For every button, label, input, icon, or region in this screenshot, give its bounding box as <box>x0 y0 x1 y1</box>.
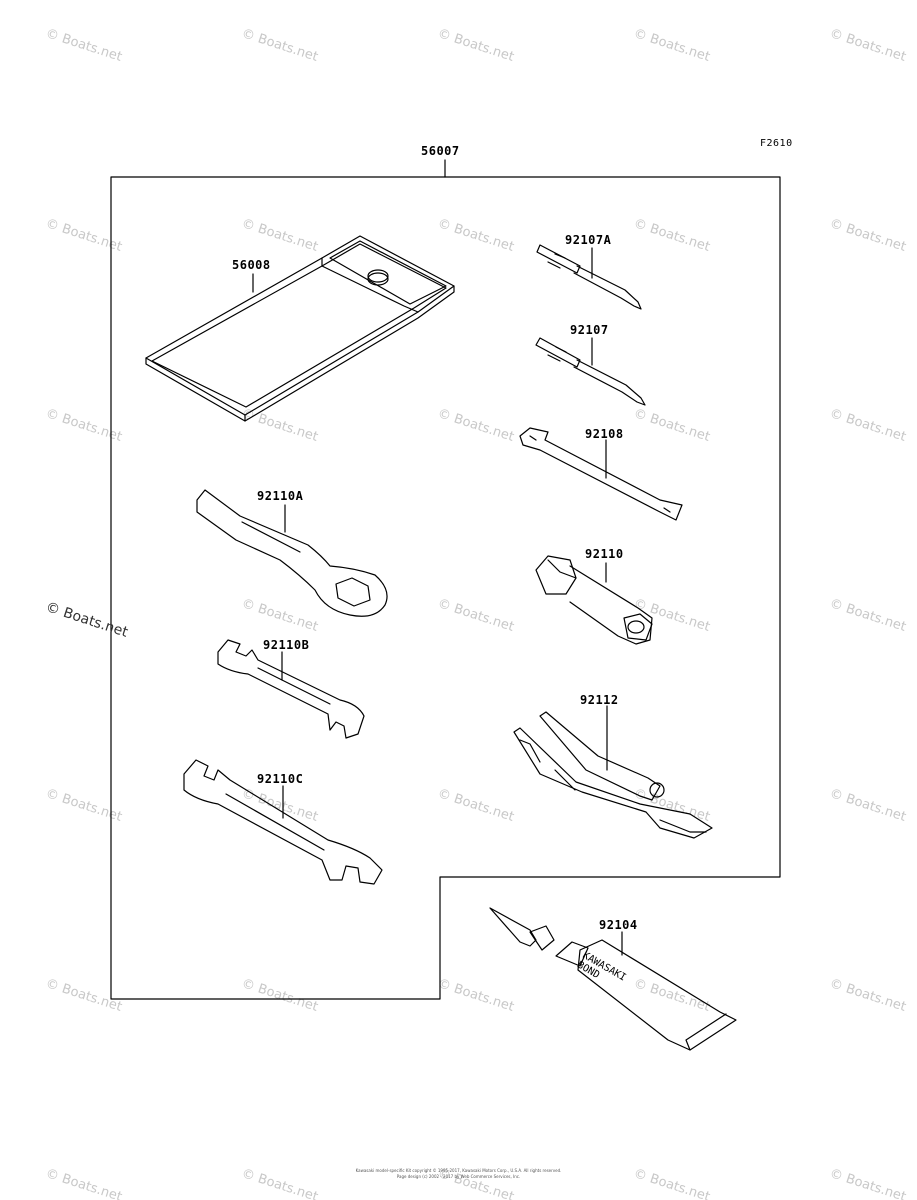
figure-code: F2610 <box>760 138 793 149</box>
part-label-56008: 56008 <box>232 258 271 272</box>
part-label-92110B: 92110B <box>263 638 310 652</box>
part-label-92110: 92110 <box>585 547 624 561</box>
tool-bag-56008 <box>145 235 455 422</box>
part-label-92107A: 92107A <box>565 233 612 247</box>
pliers-92112 <box>513 705 713 839</box>
part-label-56007: 56007 <box>421 144 460 158</box>
bar-wrench-92108 <box>519 427 683 521</box>
open-wrench-92110B <box>217 639 365 739</box>
part-label-92108: 92108 <box>585 427 624 441</box>
kit-outline <box>110 176 781 1000</box>
screwdriver-92107 <box>535 337 646 406</box>
part-label-92110A: 92110A <box>257 489 304 503</box>
footer-copyright: Kawasaki model-specific Kit copyright © … <box>355 1168 562 1173</box>
open-wrench-92110C <box>183 759 383 885</box>
part-label-92110C: 92110C <box>257 772 304 786</box>
screwdriver-92107A <box>536 244 642 310</box>
ring-wrench-92110A <box>196 489 388 617</box>
part-label-92107: 92107 <box>570 323 609 337</box>
footer-design: Page design (c) 2002 - 2017 by Web Comme… <box>396 1174 521 1179</box>
box-spanner-92110 <box>535 555 653 645</box>
part-label-92112: 92112 <box>580 693 619 707</box>
bond-tube-92104 <box>489 907 737 1051</box>
part-label-92104: 92104 <box>599 918 638 932</box>
